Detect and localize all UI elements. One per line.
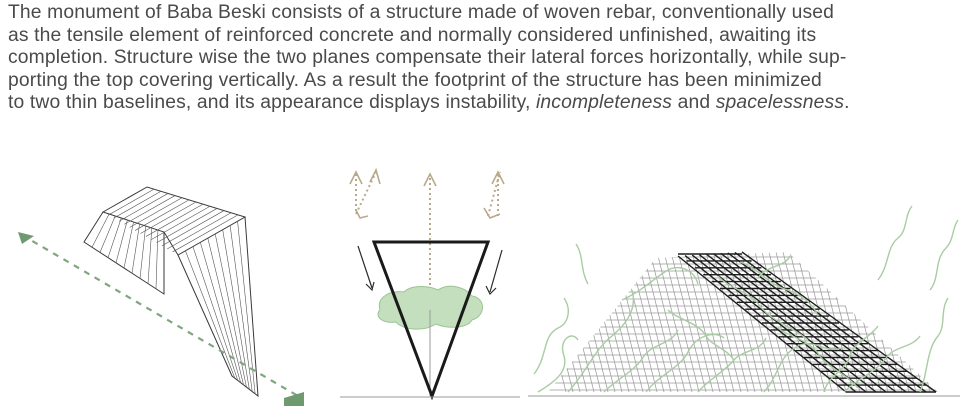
emphasis-incompleteness: incompleteness xyxy=(536,92,673,114)
description-paragraph: The monument of Baba Beski consists of a… xyxy=(8,2,954,115)
paragraph-line: The monument of Baba Beski consists of a… xyxy=(8,2,835,23)
paragraph-line: as the tensile element of reinforced con… xyxy=(8,24,817,46)
paragraph-line: to two thin baselines, and its appearanc… xyxy=(8,92,850,114)
emphasis-spacelessness: spacelessness xyxy=(715,92,845,114)
paragraph-line: completion. Structure wise the two plane… xyxy=(8,47,847,69)
rebar-overgrown-drawing xyxy=(528,205,960,397)
axonometric-structure-diagram xyxy=(18,186,304,406)
force-diagram-with-tree xyxy=(340,167,520,401)
paragraph-line: porting the top covering vertically. As … xyxy=(8,69,822,91)
